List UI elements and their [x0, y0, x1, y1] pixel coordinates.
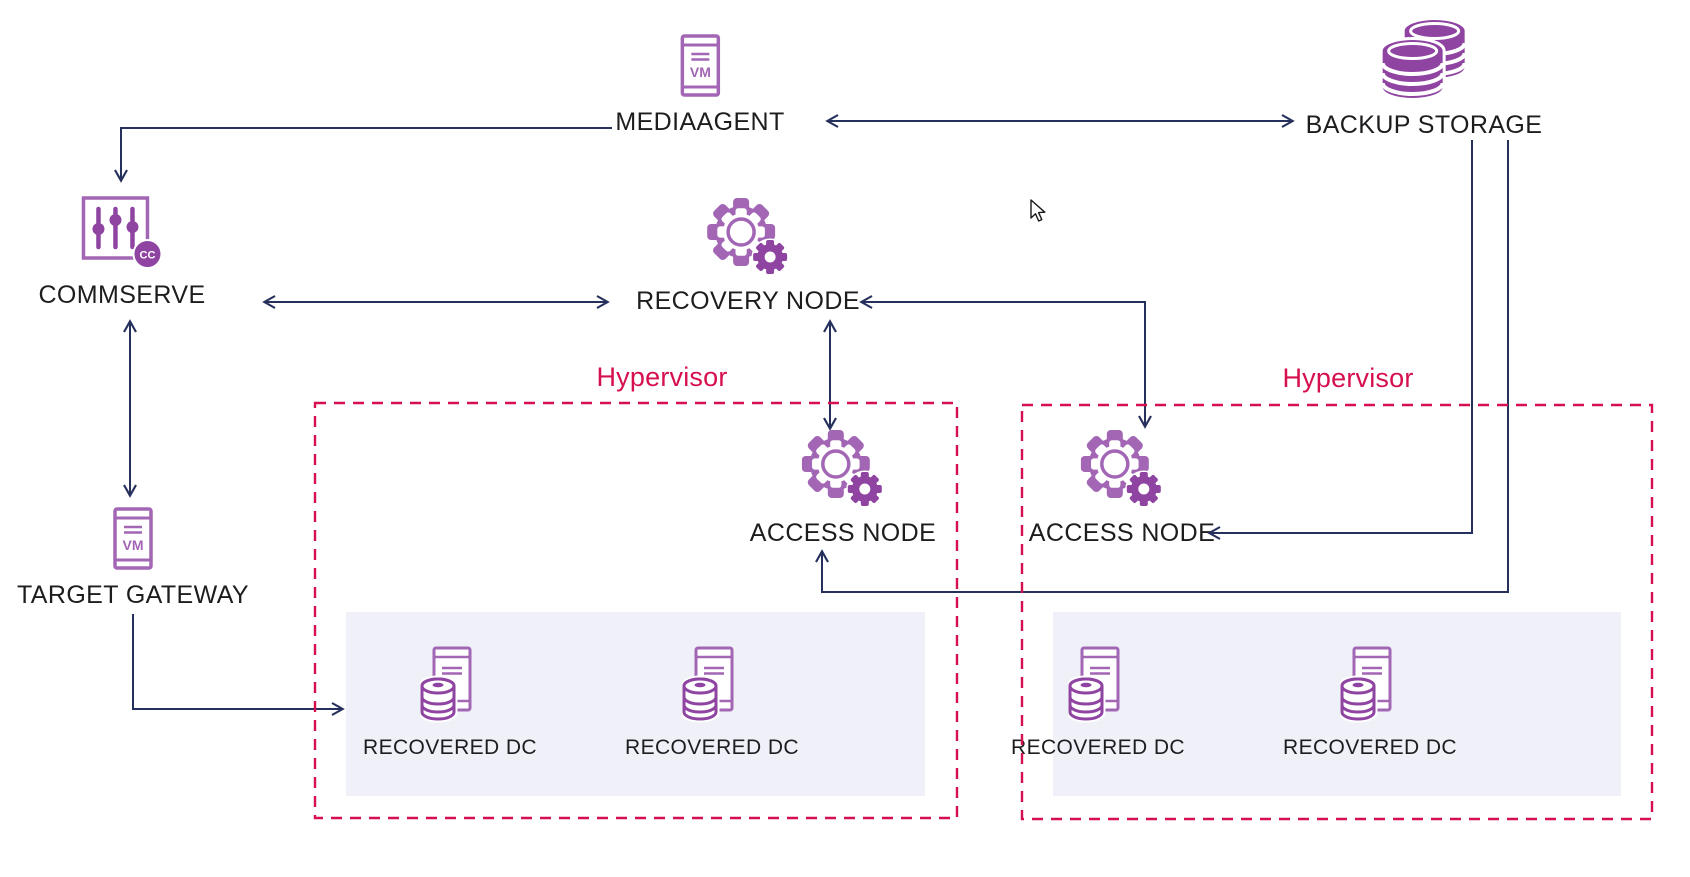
- node-target-gateway: TARGET GATEWAY: [17, 507, 249, 610]
- node-label: COMMSERVE: [38, 281, 206, 309]
- vm-server-icon: [113, 507, 153, 570]
- node-mediaagent: MEDIAAGENT: [615, 34, 784, 137]
- node-recovery-node: RECOVERY NODE: [636, 198, 860, 316]
- node-backup-storage: BACKUP STORAGE: [1306, 18, 1543, 140]
- node-label: TARGET GATEWAY: [16, 581, 250, 609]
- node-label: ACCESS NODE: [1028, 519, 1216, 547]
- hypervisor-label-right: Hypervisor: [1282, 363, 1414, 393]
- edge-mediaagent-commserve: [114, 127, 612, 183]
- node-label: RECOVERY NODE: [636, 287, 860, 315]
- edge-recovery-node-access-node-right: [859, 295, 1152, 429]
- server-database-icon: [682, 646, 742, 724]
- node-access-node-left: ACCESS NODE: [750, 430, 936, 548]
- control-sliders-icon: [81, 196, 163, 270]
- node-label: ACCESS NODE: [749, 519, 937, 547]
- node-label: MEDIAAGENT: [615, 108, 785, 136]
- gear-icon: [1081, 430, 1163, 508]
- node-recovered-dc-4: RECOVERED DC: [1283, 646, 1457, 759]
- node-label: RECOVERED DC: [1283, 736, 1457, 759]
- database-stack-icon: [1381, 18, 1467, 100]
- hypervisor-label-left: Hypervisor: [596, 362, 728, 392]
- gear-icon: [707, 198, 789, 276]
- server-database-icon: [1068, 646, 1128, 724]
- gear-icon: [802, 430, 884, 508]
- node-label: BACKUP STORAGE: [1305, 111, 1543, 139]
- vm-server-icon: [680, 34, 720, 97]
- server-database-icon: [1340, 646, 1400, 724]
- node-recovered-dc-1: RECOVERED DC: [363, 646, 537, 759]
- node-label: RECOVERED DC: [1011, 736, 1185, 759]
- mouse-cursor-icon: [1030, 199, 1046, 222]
- node-commserve: COMMSERVE: [38, 196, 205, 310]
- edge-target-gateway-dc-panel: [132, 614, 345, 716]
- node-access-node-right: ACCESS NODE: [1029, 430, 1215, 548]
- node-recovered-dc-3: RECOVERED DC: [1011, 646, 1185, 759]
- node-label: RECOVERED DC: [363, 736, 537, 759]
- node-recovered-dc-2: RECOVERED DC: [625, 646, 799, 759]
- edge-backup-storage-access-node-right: [1207, 140, 1473, 540]
- node-label: RECOVERED DC: [625, 736, 799, 759]
- server-database-icon: [420, 646, 480, 724]
